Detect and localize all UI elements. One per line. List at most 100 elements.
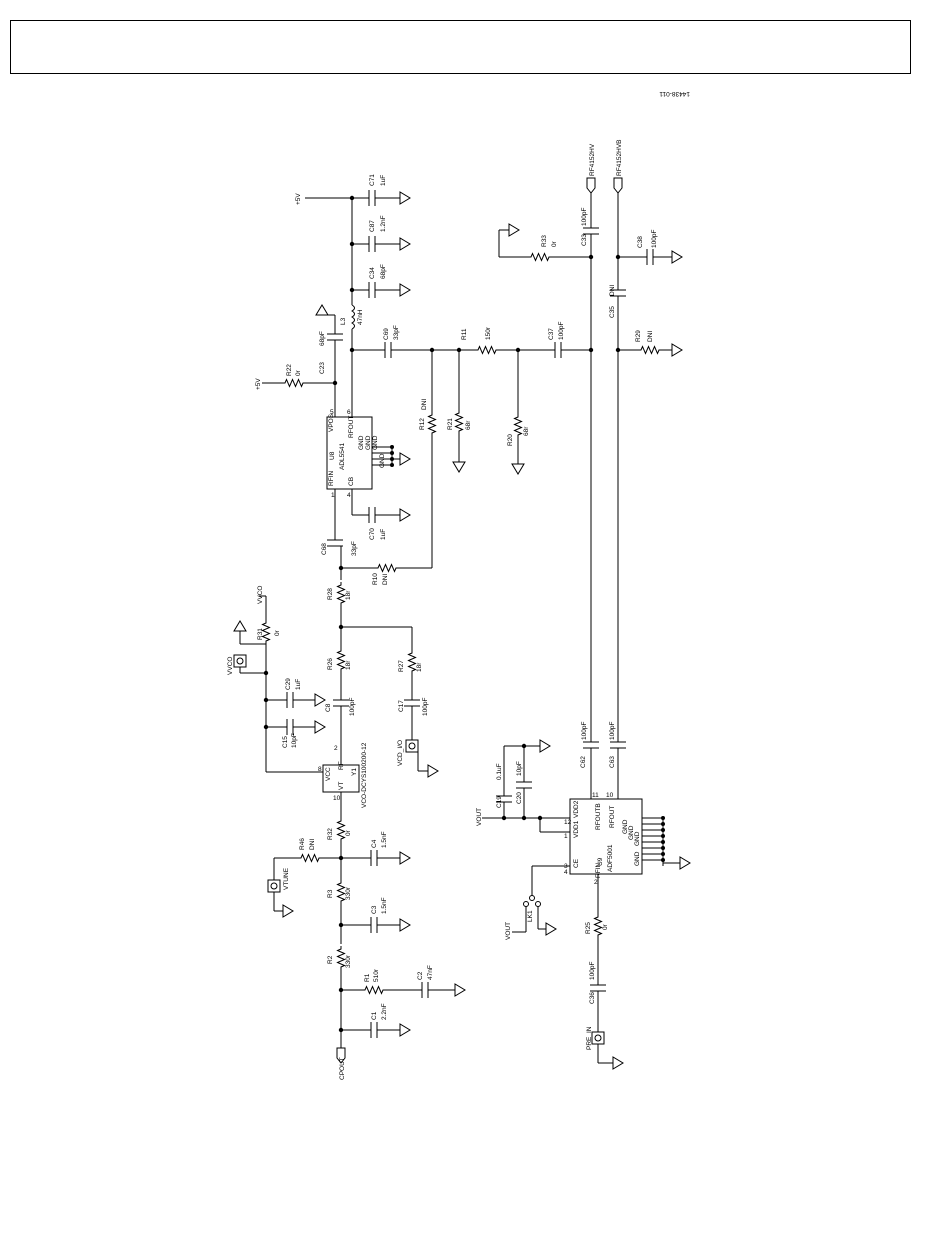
r33-ref: R33 [541,235,548,247]
r1-ref: R1 [364,973,371,982]
net-label-rf4152hvb: RF4152HVB [616,140,623,177]
c35-ref: C35 [609,306,616,318]
u9-pin4: 4 [564,869,568,876]
c20-value: 10pF [516,761,523,776]
r46-ref: R46 [299,838,306,850]
vco-supply: VVCO R31 0r VVCO C29 1uF C15 10pF [227,586,326,772]
r1-value: 510r [373,968,380,982]
c35-value: DNI [609,285,616,296]
ic-y1: Y1 VCO-DCYS100200-12 VCC VT RF 8 10 2 [266,742,368,818]
r31-value: 0r [274,629,281,636]
r10-ref: R10 [372,573,379,585]
net-label-plus5v-left: +5V [255,378,262,390]
r28-value: 18r [345,590,352,600]
r12-ref: R12 [419,418,426,430]
c87-value: 1.2nF [380,215,387,232]
c4-value: 1.5nF [381,831,388,848]
c69-value: 33pF [393,325,400,340]
c15-value: 10pF [291,733,298,748]
c38-value: 100pF [651,230,658,248]
c63-value: 100pF [609,722,616,740]
u9-pin-rfoutb: RFOUTB [595,803,602,830]
ic-u9: U9 ADF5001 VDD1 VDD2 RFOUTB RFOUT CE RFI… [476,722,691,1070]
c68-value: 33pF [351,541,358,556]
r29-ref: R29 [635,330,642,342]
r3-value: 330r [345,886,352,900]
c62-value: 100pF [581,722,588,740]
r27-value: 18r [416,662,423,672]
c34-value: 68pF [380,264,387,279]
r32-value: 0r [345,829,352,836]
u8-pin1: 1 [331,492,335,499]
u9-pin-vdd1: VDD1 [573,820,580,838]
c71-ref: C71 [369,174,376,186]
u9-pin-gnd-1: GND [622,819,629,834]
y1-pin8: 8 [318,766,322,773]
figure-id: 14438-011 [659,90,690,97]
c87-ref: C87 [369,220,376,232]
u9-pin-gnd-2: GND [628,825,635,840]
net-label-vvco-a: VVCO [257,586,264,604]
lk1-ref: LK1 [527,910,534,922]
y1-pin2: 2 [334,745,338,752]
u8-pin4: 4 [347,492,351,499]
u9-pin-gnd-4: GND [634,851,641,866]
r20-value: 68r [523,426,530,436]
c2-value: 47nF [427,965,434,980]
r21-ref: R21 [447,418,454,430]
net-label-vout-b: VOUT [505,922,512,940]
c71-value: 1uF [380,175,387,186]
c23-value: 68pF [319,331,326,346]
u8-ref: U8 [329,451,336,460]
c69-ref: C69 [383,328,390,340]
r29-value: DNI [647,331,654,342]
net-label-plus5v-top: +5V [295,193,302,205]
y1-pin-vt: VT [338,782,345,790]
c29-ref: C29 [285,678,292,690]
c33-ref: C33 [581,234,588,246]
u9-pin1: 1 [564,833,568,840]
r26-value: 18r [345,660,352,670]
u8-pin-gnd-3: GND [372,435,379,450]
c17-ref: C17 [398,700,405,712]
u8-pin-gnd-4: GND [379,453,386,468]
c70-ref: C70 [369,528,376,540]
u8-part: ADL5541 [339,443,346,470]
ic-u8: U8 ADL5541 RFIN CB VPOS RFOUT GND GND GN… [326,350,411,540]
output-network: C69 33pF R11 150r C37 100pF DNI R12 R21 … [352,322,594,568]
r28-ref: R28 [327,588,334,600]
u9-pin2: 2 [594,879,598,886]
supply-decoupling-top: +5V C71 1uF C87 1.2nF C34 68pF L3 47nH [295,174,411,353]
c33-value: 100pF [581,208,588,226]
u9-pin-gnd-3: GND [634,831,641,846]
u8-pin-vpos: VPOS [328,413,335,432]
net-label-vtune: VTUNE [283,867,290,890]
c3-value: 1.5nF [381,897,388,914]
c37-ref: C37 [548,328,555,340]
c23-ref: C23 [319,362,326,374]
net-label-vcd-io: VCD_I/O [397,740,404,766]
r20-ref: R20 [507,434,514,446]
r22-value: 0r [295,369,302,376]
c62-ref: C62 [580,756,587,768]
r3-ref: R3 [327,889,334,898]
loop-filter: R32 0r C4 1.5nF R46 DNI VTUNE R3 330r C3… [267,817,466,1080]
net-label-vout-a: VOUT [476,808,483,826]
c63-ref: C63 [609,756,616,768]
u9-pin11: 11 [592,792,599,799]
vpos-feed: +5V R22 0r C23 68pF [255,304,343,390]
r12-value: DNI [421,399,428,410]
c15-ref: C15 [282,736,289,748]
c34-ref: C34 [369,267,376,279]
r26-ref: R26 [327,658,334,670]
u9-pin-ce: CE [573,858,580,868]
u9-pin10: 10 [606,792,614,799]
c68-ref: C68 [321,543,328,555]
c36-ref: C36 [589,992,596,1004]
l3-value: 47nH [357,309,364,325]
r10-value: DNI [382,574,389,585]
c19-value: 0.1uF [496,763,503,780]
y1-ref: Y1 [351,768,358,776]
header-frame [10,20,911,74]
